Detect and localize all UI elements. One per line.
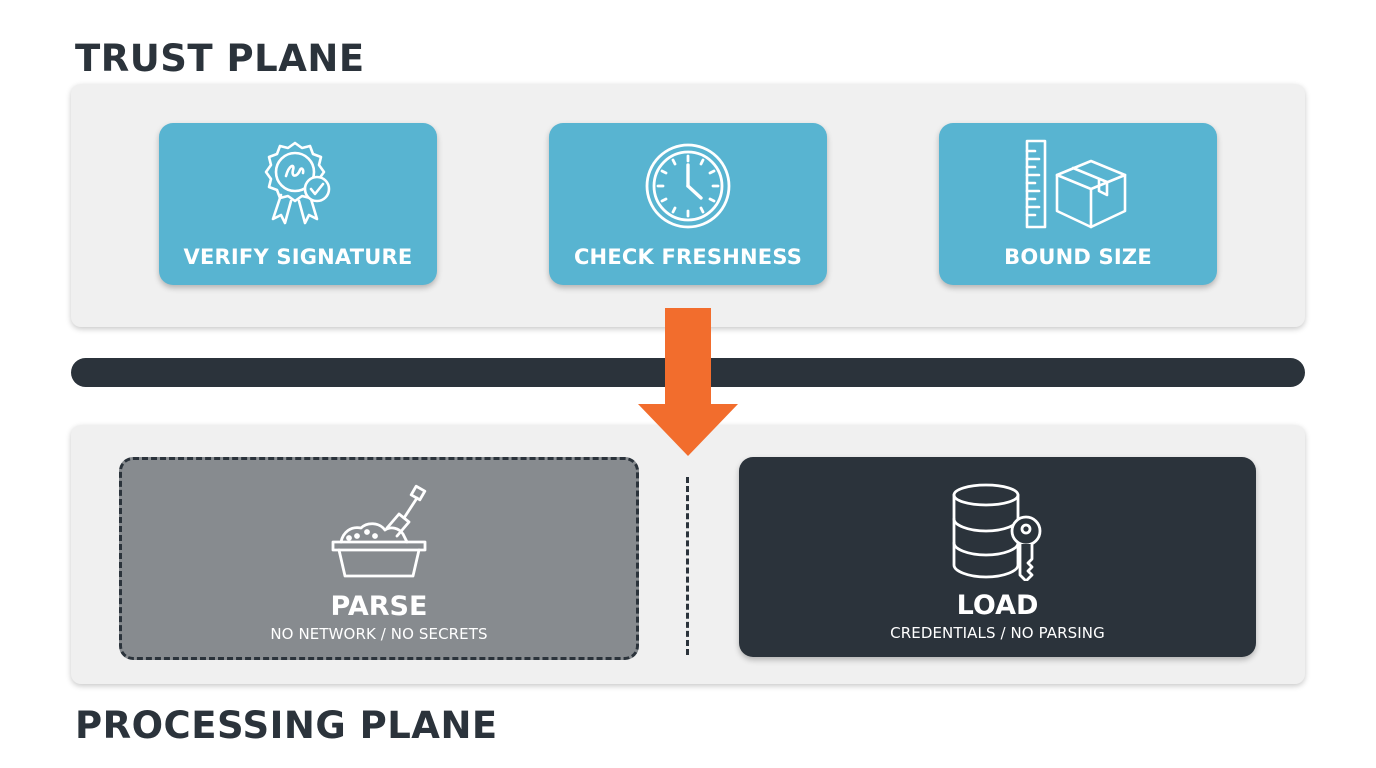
database-key-icon	[948, 481, 1048, 585]
ruler-box-icon	[1023, 139, 1133, 235]
bound-size-card: BOUND SIZE	[939, 123, 1217, 285]
trust-plane-title: TRUST PLANE	[75, 37, 365, 80]
parse-subtitle: NO NETWORK / NO SECRETS	[270, 625, 488, 643]
sandbox-shovel-icon	[327, 484, 431, 584]
verify-signature-label: VERIFY SIGNATURE	[183, 245, 413, 269]
parse-card: PARSE NO NETWORK / NO SECRETS	[119, 457, 639, 660]
clock-icon	[643, 139, 733, 233]
verify-signature-card: VERIFY SIGNATURE	[159, 123, 437, 285]
processing-plane-title: PROCESSING PLANE	[75, 704, 498, 747]
load-subtitle: CREDENTIALS / NO PARSING	[890, 624, 1105, 642]
certificate-badge-icon	[253, 139, 343, 233]
bound-size-label: BOUND SIZE	[1004, 245, 1152, 269]
load-card: LOAD CREDENTIALS / NO PARSING	[739, 457, 1256, 657]
down-arrow-icon	[636, 306, 740, 460]
load-title: LOAD	[956, 590, 1039, 621]
parse-title: PARSE	[330, 591, 428, 622]
check-freshness-label: CHECK FRESHNESS	[573, 245, 803, 269]
dashed-separator	[686, 477, 689, 655]
check-freshness-card: CHECK FRESHNESS	[549, 123, 827, 285]
